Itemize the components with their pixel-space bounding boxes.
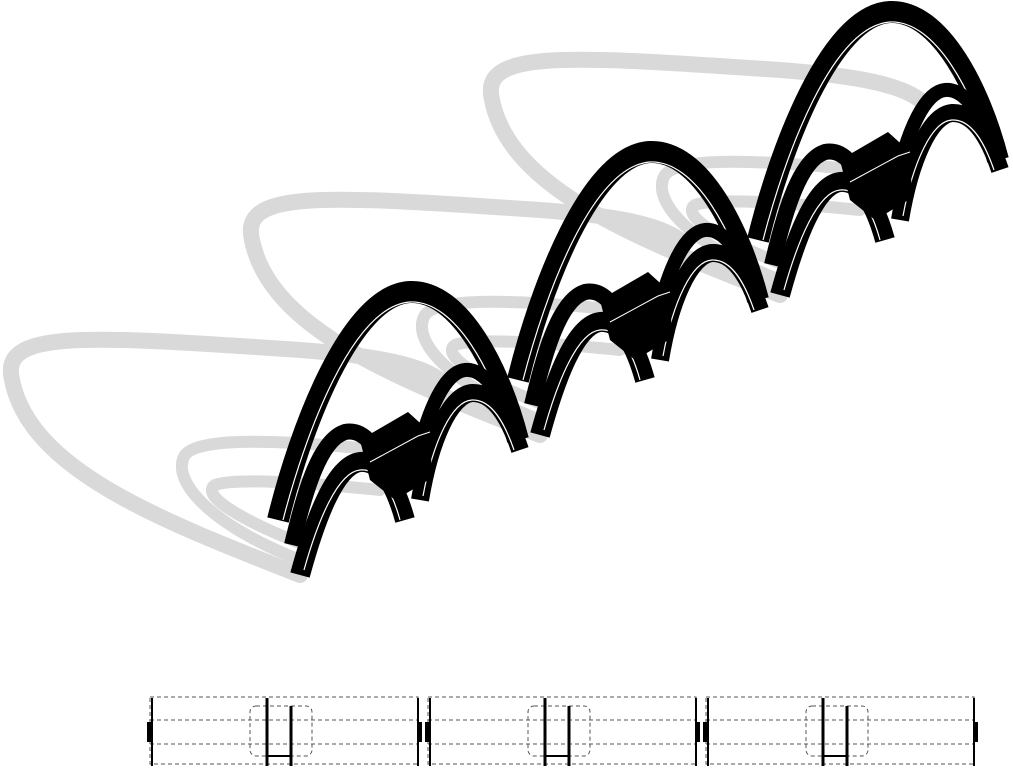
plan-end-cap xyxy=(973,722,978,742)
main-arch xyxy=(267,281,529,523)
connector-edge xyxy=(609,291,671,323)
rear-arch-edge xyxy=(662,259,755,357)
plan-end-cap xyxy=(425,722,430,742)
connector-edge xyxy=(369,431,431,463)
main-arch xyxy=(507,141,769,383)
plan-view xyxy=(147,696,978,766)
plan-segment xyxy=(703,696,978,766)
upper-rear-arch xyxy=(891,83,997,177)
arch-module-1 xyxy=(267,281,529,578)
plan-outline xyxy=(705,696,975,765)
plan-end-cap xyxy=(695,722,700,742)
plan-connector-outline xyxy=(527,705,591,757)
plan-segment xyxy=(425,696,700,766)
connector-block xyxy=(360,412,432,500)
plan-end-cap xyxy=(703,722,708,742)
connector-block xyxy=(840,132,912,220)
plan-segment xyxy=(147,696,422,766)
arch-layer xyxy=(267,1,1009,578)
plan-end-cap xyxy=(417,722,422,742)
arch-shadow xyxy=(482,51,928,303)
plan-end-cap xyxy=(147,722,152,742)
plan-connector-outline xyxy=(249,705,313,757)
plan-outline xyxy=(427,696,697,765)
arch-module-3 xyxy=(747,1,1009,298)
rear-arch-edge xyxy=(902,119,995,217)
connector-edge xyxy=(849,151,911,183)
arch-module-2 xyxy=(507,141,769,438)
upper-rear-arch xyxy=(411,363,517,457)
rear-arch-edge xyxy=(422,399,515,497)
upper-rear-arch xyxy=(651,223,757,317)
plan-outline xyxy=(149,696,419,765)
plan-connector-outline xyxy=(805,705,869,757)
main-arch xyxy=(747,1,1009,243)
connector-block xyxy=(600,272,672,360)
